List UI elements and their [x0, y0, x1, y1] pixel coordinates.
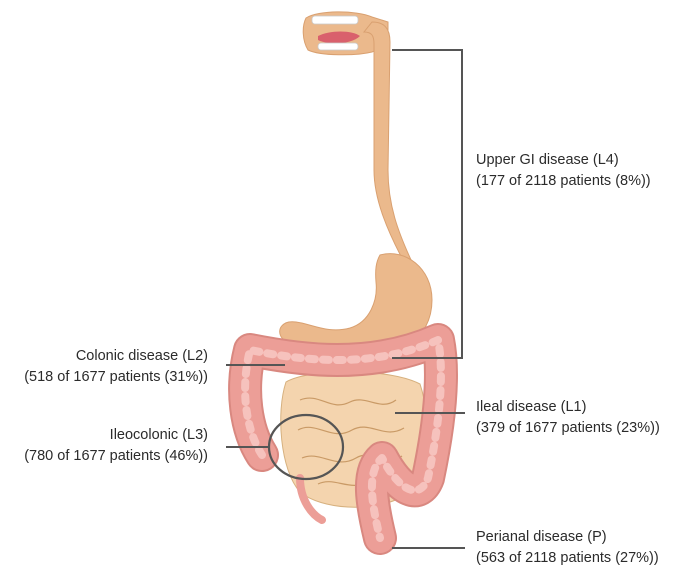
colonic-label: Colonic disease (L2) (518 of 1677 patien… [24, 346, 208, 388]
ileocolonic-count: (780 of 1677 patients (46%)) [24, 446, 208, 467]
ileal-count: (379 of 1677 patients (23%)) [476, 418, 660, 439]
esophagus-shape [364, 22, 412, 262]
colonic-count: (518 of 1677 patients (31%)) [24, 367, 208, 388]
ileocolonic-label: Ileocolonic (L3) (780 of 1677 patients (… [24, 425, 208, 467]
perianal-label: Perianal disease (P) (563 of 2118 patien… [476, 527, 659, 566]
upper-gi-count: (177 of 2118 patients (8%)) [476, 171, 651, 192]
ileocolonic-title: Ileocolonic (L3) [24, 425, 208, 446]
upper-gi-label: Upper GI disease (L4) (177 of 2118 patie… [476, 150, 651, 192]
ileal-title: Ileal disease (L1) [476, 397, 660, 418]
colonic-title: Colonic disease (L2) [24, 346, 208, 367]
perianal-title: Perianal disease (P) [476, 527, 659, 548]
ileal-label: Ileal disease (L1) (379 of 1677 patients… [476, 397, 660, 439]
perianal-count: (563 of 2118 patients (27%)) [476, 548, 659, 566]
upper-gi-title: Upper GI disease (L4) [476, 150, 651, 171]
